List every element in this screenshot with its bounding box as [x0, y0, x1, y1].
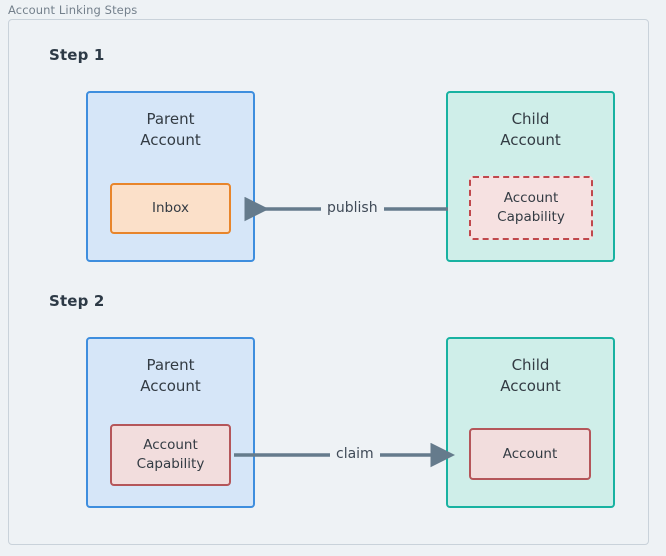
step-2-parent-account-label: Parent Account — [140, 356, 201, 395]
step-1-account-capability-box[interactable]: Account Capability — [469, 176, 593, 240]
step-1-inbox-box[interactable]: Inbox — [110, 183, 231, 234]
step-2-account-box[interactable]: Account — [469, 428, 591, 480]
step-1-parent-account-box[interactable]: Parent Account — [86, 91, 255, 262]
step-1-child-account-label: Child Account — [500, 110, 561, 149]
step-1-arrow-label: publish — [321, 200, 384, 216]
step-2-title: Step 2 — [49, 292, 105, 310]
diagram-frame-label: Account Linking Steps — [8, 3, 138, 17]
step-2-account-capability-box[interactable]: Account Capability — [110, 424, 231, 486]
step-1-title: Step 1 — [49, 46, 105, 64]
step-2-child-account-box[interactable]: Child Account — [446, 337, 615, 508]
step-2-arrow-label: claim — [330, 446, 380, 462]
step-1-parent-account-label: Parent Account — [140, 110, 201, 149]
step-2-child-account-label: Child Account — [500, 356, 561, 395]
